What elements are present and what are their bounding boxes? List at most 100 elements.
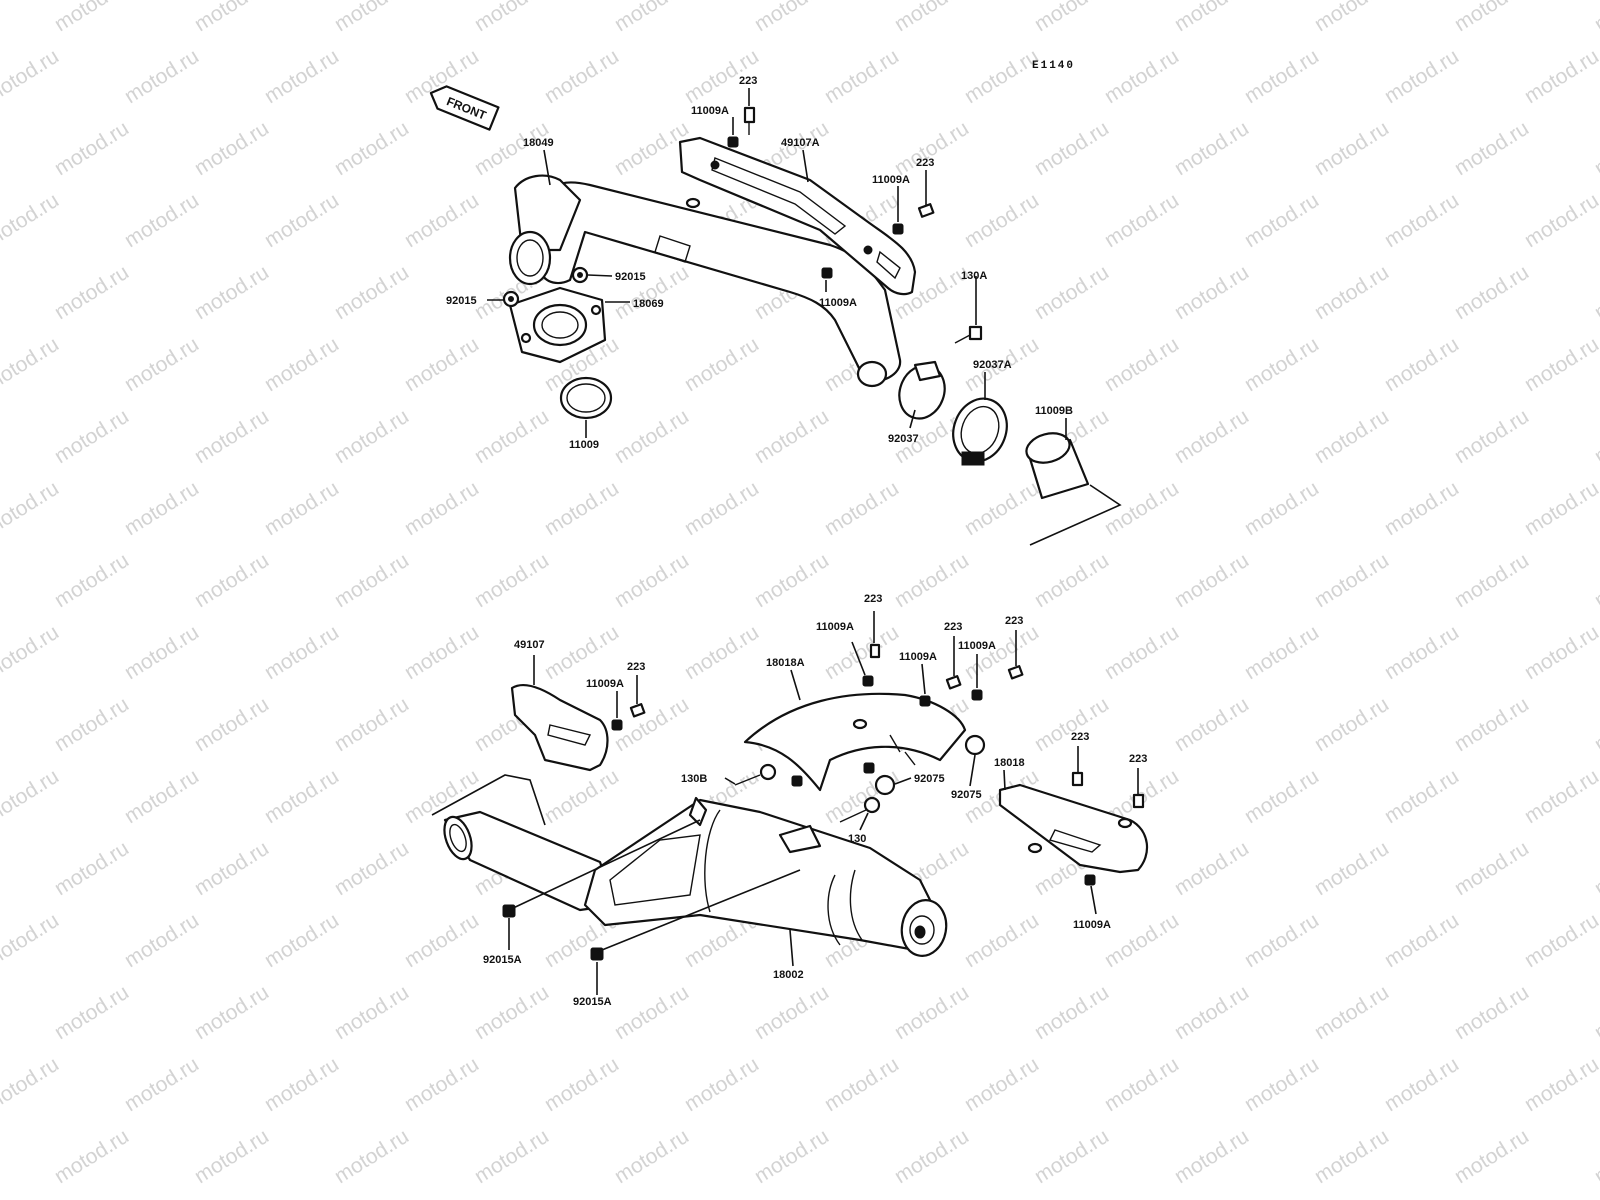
part-labels: 223 11009A 49107A 223 11009A 18049 92015… <box>446 75 1147 1008</box>
watermark-text: motod.ru <box>190 693 272 756</box>
watermark-text: motod.ru <box>120 333 202 396</box>
label-92015A-b: 92015A <box>573 996 612 1008</box>
nut-92015-right <box>571 266 589 284</box>
watermark-text: motod.ru <box>260 333 342 396</box>
watermark-text: motod.ru <box>1590 837 1600 900</box>
nut-mid-lower <box>791 775 803 787</box>
watermark-text: motod.ru <box>120 621 202 684</box>
screw-223-b4 <box>629 703 646 718</box>
header-pipe-18049 <box>508 174 902 388</box>
watermark-text: motod.ru <box>400 909 482 972</box>
connector-line-left <box>431 774 546 826</box>
connector-line-right <box>1029 484 1122 546</box>
watermark-text: motod.ru <box>470 1125 552 1188</box>
label-223-b2: 223 <box>944 621 962 633</box>
label-223-b6: 223 <box>1129 753 1147 765</box>
label-92015-right: 92015 <box>615 271 646 283</box>
label-49107: 49107 <box>514 639 545 651</box>
watermark-text: motod.ru <box>1240 45 1322 108</box>
gasket-11009B <box>1025 432 1090 500</box>
watermark-text: motod.ru <box>330 693 412 756</box>
damper-92075-a <box>874 774 896 796</box>
screw-223-top <box>743 106 756 135</box>
watermark-text: motod.ru <box>330 405 412 468</box>
label-92075-a: 92075 <box>914 773 945 785</box>
watermark-text: motod.ru <box>0 909 63 972</box>
label-11009: 11009 <box>569 439 599 451</box>
watermark-text: motod.ru <box>470 981 552 1044</box>
watermark-text: motod.ru <box>1520 477 1600 540</box>
watermark-text: motod.ru <box>470 0 552 36</box>
watermark-text: motod.ru <box>1380 45 1462 108</box>
watermark-text: motod.ru <box>1450 981 1532 1044</box>
watermark-text: motod.ru <box>190 549 272 612</box>
watermark-text: motod.ru <box>1590 1125 1600 1188</box>
watermark-text: motod.ru <box>1030 117 1112 180</box>
watermark-text: motod.ru <box>1310 117 1392 180</box>
watermark-text: motod.ru <box>330 261 412 324</box>
label-130A: 130A <box>961 270 987 282</box>
watermark-text: motod.ru <box>890 549 972 612</box>
watermark-text: motod.ru <box>1030 981 1112 1044</box>
watermark-text: motod.ru <box>1310 405 1392 468</box>
watermark-text: motod.ru <box>50 981 132 1044</box>
nut-92015A-a <box>502 904 516 918</box>
watermark-text: motod.ru <box>610 1125 692 1188</box>
label-92015A-a: 92015A <box>483 954 522 966</box>
watermark-text: motod.ru <box>1100 189 1182 252</box>
watermark-text: motod.ru <box>960 189 1042 252</box>
nut-11009A-b5 <box>1084 874 1096 886</box>
watermark-text: motod.ru <box>260 909 342 972</box>
watermark-text: motod.ru <box>960 477 1042 540</box>
watermark-text: motod.ru <box>400 333 482 396</box>
nut-11009A-b3 <box>971 689 983 701</box>
damper-92075-b <box>964 734 986 756</box>
label-223-top: 223 <box>739 75 757 87</box>
watermark-text: motod.ru <box>50 117 132 180</box>
watermark-text: motod.ru <box>1520 1053 1600 1116</box>
watermark-text: motod.ru <box>190 261 272 324</box>
watermark-text: motod.ru <box>1310 549 1392 612</box>
watermark-text: motod.ru <box>1450 261 1532 324</box>
watermark-text: motod.ru <box>260 621 342 684</box>
muffler-18002 <box>583 796 948 957</box>
nut-92015-left <box>502 290 520 308</box>
watermark-text: motod.ru <box>1240 477 1322 540</box>
watermark-text: motod.ru <box>1240 909 1322 972</box>
label-223-b1: 223 <box>864 593 882 605</box>
label-130: 130 <box>848 833 866 845</box>
watermark-text: motod.ru <box>750 549 832 612</box>
nut-11009A-b2 <box>919 695 931 707</box>
watermark-text: motod.ru <box>1240 189 1322 252</box>
label-11009A-b4: 11009A <box>586 678 624 690</box>
watermark-text: motod.ru <box>470 549 552 612</box>
watermark-text: motod.ru <box>50 837 132 900</box>
heat-plate-49107 <box>510 683 609 772</box>
watermark-text: motod.ru <box>540 45 622 108</box>
watermark-text: motod.ru <box>1380 1053 1462 1116</box>
watermark-text: motod.ru <box>330 1125 412 1188</box>
label-92037A: 92037A <box>973 359 1012 371</box>
watermark-text: motod.ru <box>750 981 832 1044</box>
screw-223-b1 <box>869 643 881 659</box>
watermark-text: motod.ru <box>1590 117 1600 180</box>
heat-cover-18018A <box>743 692 967 792</box>
leader-lines <box>487 88 1139 995</box>
watermark-text: motod.ru <box>50 1125 132 1188</box>
watermark-text: motod.ru <box>610 549 692 612</box>
watermark-text: motod.ru <box>1030 0 1112 36</box>
watermark-text: motod.ru <box>120 477 202 540</box>
watermark-text: motod.ru <box>1170 405 1252 468</box>
watermark-text: motod.ru <box>0 45 63 108</box>
watermark-text: motod.ru <box>1100 621 1182 684</box>
nut-center-lower <box>863 762 875 774</box>
screw-223-b2 <box>945 675 962 690</box>
watermark-text: motod.ru <box>400 621 482 684</box>
watermark-text: motod.ru <box>1310 0 1392 36</box>
watermark-text: motod.ru <box>470 405 552 468</box>
watermark-text: motod.ru <box>820 1053 902 1116</box>
watermark-text: motod.ru <box>0 765 63 828</box>
watermark-text: motod.ru <box>260 765 342 828</box>
watermark-text: motod.ru <box>330 981 412 1044</box>
watermark-text: motod.ru <box>1310 261 1392 324</box>
